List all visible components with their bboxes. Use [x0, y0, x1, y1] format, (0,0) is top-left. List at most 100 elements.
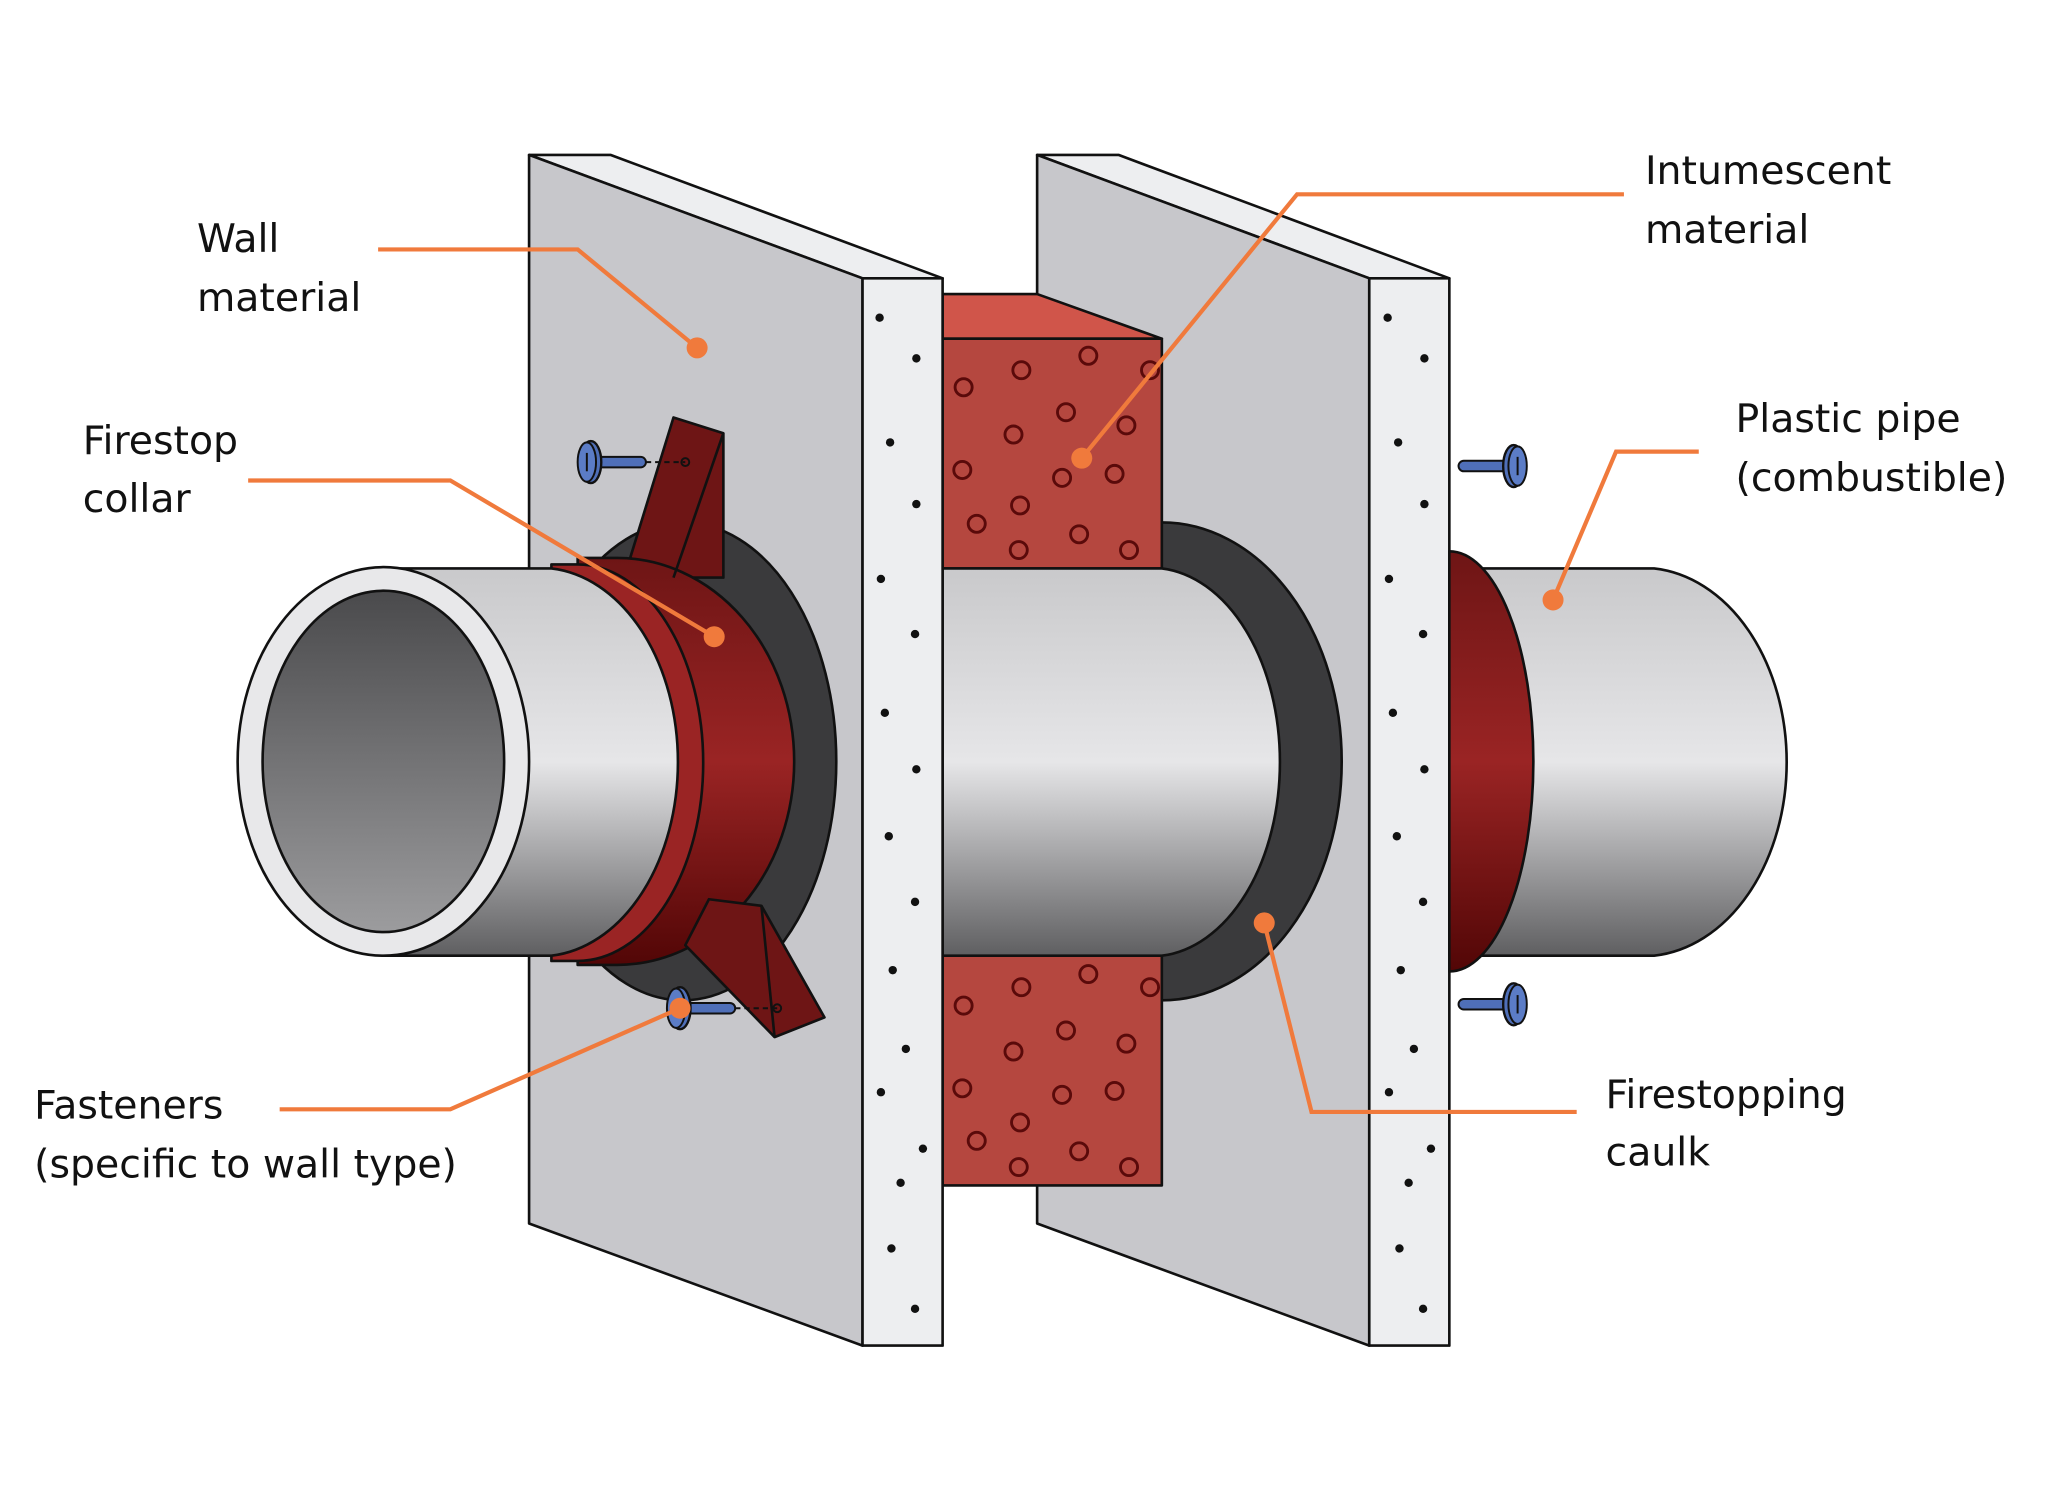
- intumescent-bubble: [1052, 467, 1073, 488]
- wall-texture-dot: [1384, 574, 1394, 584]
- intumescent-bubble: [1078, 964, 1099, 985]
- label-plastic-pipe: Plastic pipe (combustible): [1542, 396, 2008, 611]
- intumescent-bubble: [1008, 1157, 1029, 1178]
- intumescent-bubble: [1119, 540, 1139, 561]
- wall-texture-dot: [880, 708, 890, 718]
- leader-dot: [1542, 589, 1564, 611]
- wall-texture-dot: [885, 438, 895, 447]
- plastic-pipe-right: [1448, 550, 1788, 973]
- leader-dot: [686, 337, 708, 359]
- intumescent-bubble: [1116, 1033, 1137, 1054]
- wall-texture-dot: [912, 354, 921, 363]
- intumescent-bubble: [1140, 977, 1161, 998]
- wall-texture-dot: [1383, 313, 1392, 322]
- leader-line: [279, 1006, 681, 1112]
- intumescent-bubble: [1104, 463, 1125, 484]
- wall-texture-dot: [1395, 1244, 1404, 1253]
- wall-texture-dot: [1418, 1304, 1428, 1314]
- wall-texture-dot: [1418, 897, 1428, 907]
- label-line: Firestop: [83, 418, 238, 464]
- wall-texture-dot: [1388, 708, 1398, 718]
- wall-texture-dot: [910, 1304, 920, 1314]
- wall-texture-dot: [1420, 499, 1429, 509]
- wall-texture-dot: [1420, 354, 1429, 363]
- label-line: Wall: [197, 216, 279, 262]
- wall-texture-dot: [888, 965, 897, 975]
- intumescent-material-block-bottom: [941, 954, 1164, 1187]
- leader-line: [1080, 192, 1624, 460]
- label-line: Intumescent: [1645, 148, 1891, 194]
- label-line: collar: [83, 476, 192, 522]
- intumescent-bubble: [1011, 360, 1032, 381]
- intumescent-bubble: [953, 995, 974, 1016]
- plastic-pipe-middle: [941, 567, 1282, 958]
- leader-dot: [1071, 447, 1093, 469]
- wall-texture-dot: [910, 897, 920, 907]
- fastener-icon: [576, 439, 691, 485]
- intumescent-material-block-top: [941, 292, 1164, 570]
- wall-texture-dot: [1396, 965, 1405, 975]
- wall-texture-dot: [1426, 1144, 1436, 1153]
- leader-dot: [1253, 912, 1275, 934]
- wall-texture-dot: [910, 629, 920, 639]
- label-line: (specific to wall type): [34, 1142, 457, 1188]
- leader-line: [248, 478, 716, 639]
- wall-texture-dot: [1404, 1178, 1413, 1188]
- wall-texture-dot: [1393, 438, 1403, 447]
- wall-texture-dot: [896, 1178, 905, 1188]
- intumescent-bubble: [952, 459, 973, 480]
- plastic-pipe-left: [236, 565, 680, 958]
- intumescent-bubble: [966, 513, 987, 534]
- wall-texture-dot: [912, 765, 921, 774]
- wall-texture-dot: [1418, 629, 1428, 639]
- intumescent-bubble: [1011, 977, 1032, 998]
- leader-line: [1551, 449, 1699, 601]
- intumescent-bubble: [953, 377, 974, 398]
- wall-texture-dot: [1420, 765, 1429, 774]
- label-line: material: [197, 275, 361, 321]
- fastener-icon: [1457, 443, 1528, 489]
- intumescent-bubble: [1140, 360, 1161, 381]
- intumescent-bubble: [1003, 424, 1024, 445]
- wall-texture-dot: [887, 1244, 896, 1253]
- intumescent-bubble: [1010, 495, 1031, 516]
- label-firestop-collar: Firestop collar: [83, 418, 725, 648]
- intumescent-bubble: [1119, 1157, 1139, 1178]
- intumescent-bubble: [1069, 524, 1090, 545]
- wall-texture-dot: [876, 1088, 886, 1097]
- leader-dot: [669, 997, 691, 1019]
- intumescent-bubble: [1056, 402, 1076, 423]
- intumescent-bubble: [1056, 1020, 1076, 1041]
- wall-texture-dot: [918, 1144, 928, 1153]
- leader-dot: [703, 626, 725, 648]
- wall-texture-dot: [1409, 1044, 1419, 1054]
- intumescent-bubble: [1003, 1041, 1024, 1062]
- label-line: Firestopping: [1606, 1072, 1847, 1118]
- fastener-icon: [1457, 982, 1528, 1027]
- label-line: (combustible): [1736, 455, 2008, 501]
- wall-texture-dot: [1384, 1088, 1394, 1097]
- label-line: Fasteners: [34, 1082, 223, 1128]
- intumescent-bubble: [1010, 1112, 1031, 1133]
- intumescent-bubble: [1104, 1080, 1125, 1101]
- wall-texture-dot: [875, 313, 884, 322]
- leader-line: [378, 247, 699, 350]
- label-wall-material: Wall material: [197, 216, 708, 359]
- wall-texture-dot: [1392, 832, 1402, 841]
- label-firestopping-caulk: Firestopping caulk: [1253, 912, 1847, 1176]
- intumescent-bubble: [966, 1130, 987, 1151]
- label-line: Plastic pipe: [1736, 396, 1961, 442]
- label-fasteners: Fasteners (specific to wall type): [34, 997, 691, 1188]
- label-line: material: [1645, 207, 1809, 253]
- intumescent-bubble: [1078, 345, 1099, 366]
- leader-line: [1262, 922, 1577, 1115]
- intumescent-bubble: [1116, 415, 1137, 436]
- wall-texture-dot: [884, 832, 893, 841]
- intumescent-bubble: [1052, 1084, 1073, 1105]
- intumescent-bubble: [1008, 540, 1029, 561]
- wall-texture-dot: [876, 574, 886, 584]
- label-line: caulk: [1606, 1130, 1711, 1176]
- intumescent-bubble: [952, 1078, 973, 1099]
- wall-texture-dot: [912, 499, 921, 509]
